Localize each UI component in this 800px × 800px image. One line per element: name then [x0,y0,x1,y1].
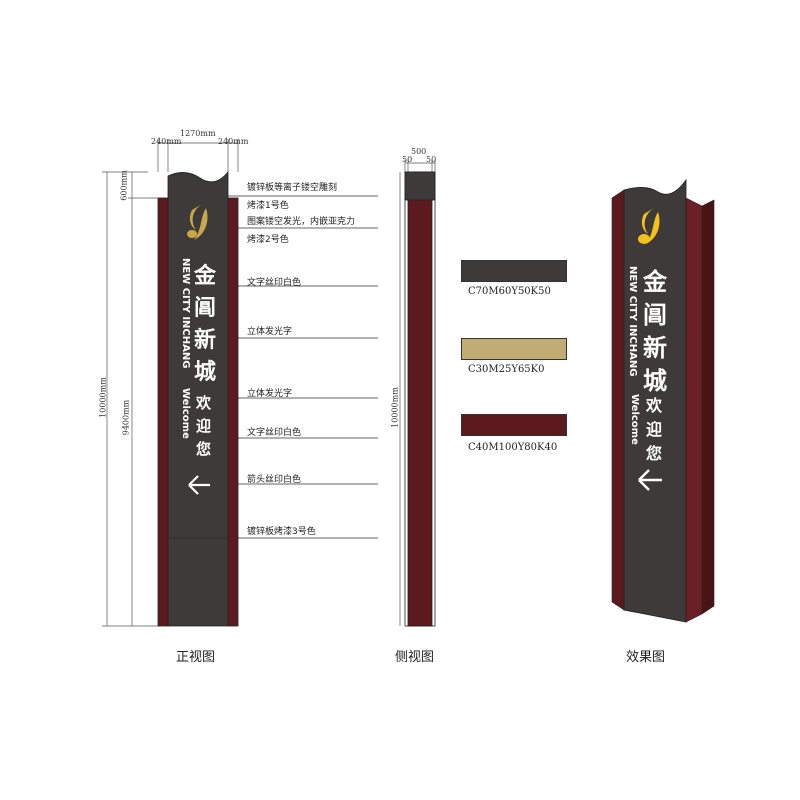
front-view-label: 正视图 [176,650,216,665]
callout-label: 烤漆1号色 [247,201,289,211]
dim-front-right: 240mm [218,137,249,146]
effect-welcome-char: 欢 [646,396,663,415]
effect-name-char: 阊 [643,301,667,329]
front-welcome-char: 迎 [196,417,212,435]
dim-side-width: 500 [411,147,427,156]
front-view-sign [157,170,239,627]
dim-front-left: 240mm [151,137,182,146]
effect-logo-icon [638,208,660,244]
swatch-label: C30M25Y65K0 [468,364,545,375]
effect-name-char: 城 [643,367,667,395]
callout-label: 烤漆2号色 [247,235,289,245]
swatch-label: C70M60Y50K50 [468,286,551,297]
effect-welcome-en: Welcome [629,394,640,445]
callout-label: 镀锌板等离子镂空雕刻 [247,183,338,193]
effect-welcome-char: 您 [646,444,663,463]
dim-front-width: 1270mm [180,129,216,138]
dim-side-right: 50 [426,155,437,164]
front-name-char: 金 [194,264,217,289]
front-welcome-char: 您 [196,440,212,458]
color-swatch-red [461,414,567,436]
dim-side-height: 10000mm [390,387,400,428]
effect-name-char: 金 [643,268,667,296]
swatch-label: C40M100Y80K40 [468,442,558,453]
side-view-label: 侧视图 [395,650,435,665]
side-view-sign [404,171,436,627]
callout-label: 立体发光字 [247,327,293,337]
front-name-char: 新 [194,328,217,353]
effect-english-name: NEW CITY INCHANG [627,266,638,377]
front-welcome-char: 欢 [196,394,212,412]
callout-label: 文字丝印白色 [247,428,302,438]
logo-icon [187,204,208,240]
color-swatch-gold [461,338,567,360]
front-english-name: NEW CITY INCHANG [180,258,191,369]
callout-label: 镀锌板烤漆3号色 [247,527,316,537]
effect-left-arrow-icon [638,469,662,491]
dim-side-left: 50 [402,155,413,164]
dim-total-height: 10000mm [98,377,108,418]
front-welcome-en: Welcome [180,388,191,439]
color-swatch-dark [461,260,567,282]
effect-welcome-char: 迎 [646,420,663,439]
callout-label: 图案镂空发光，内嵌亚克力 [247,217,356,227]
callout-label: 箭头丝印白色 [247,475,302,485]
callout-label: 文字丝印白色 [247,278,302,288]
effect-view-sign [611,178,715,623]
dim-top-section: 600mm [119,170,129,201]
effect-name-char: 新 [643,334,667,362]
dim-body-height: 9400mm [121,399,131,436]
front-name-char: 阊 [194,296,217,321]
callout-label: 立体发光字 [247,389,293,399]
front-name-char: 城 [194,360,217,385]
effect-view-label: 效果图 [626,650,666,665]
left-arrow-icon [188,475,210,495]
